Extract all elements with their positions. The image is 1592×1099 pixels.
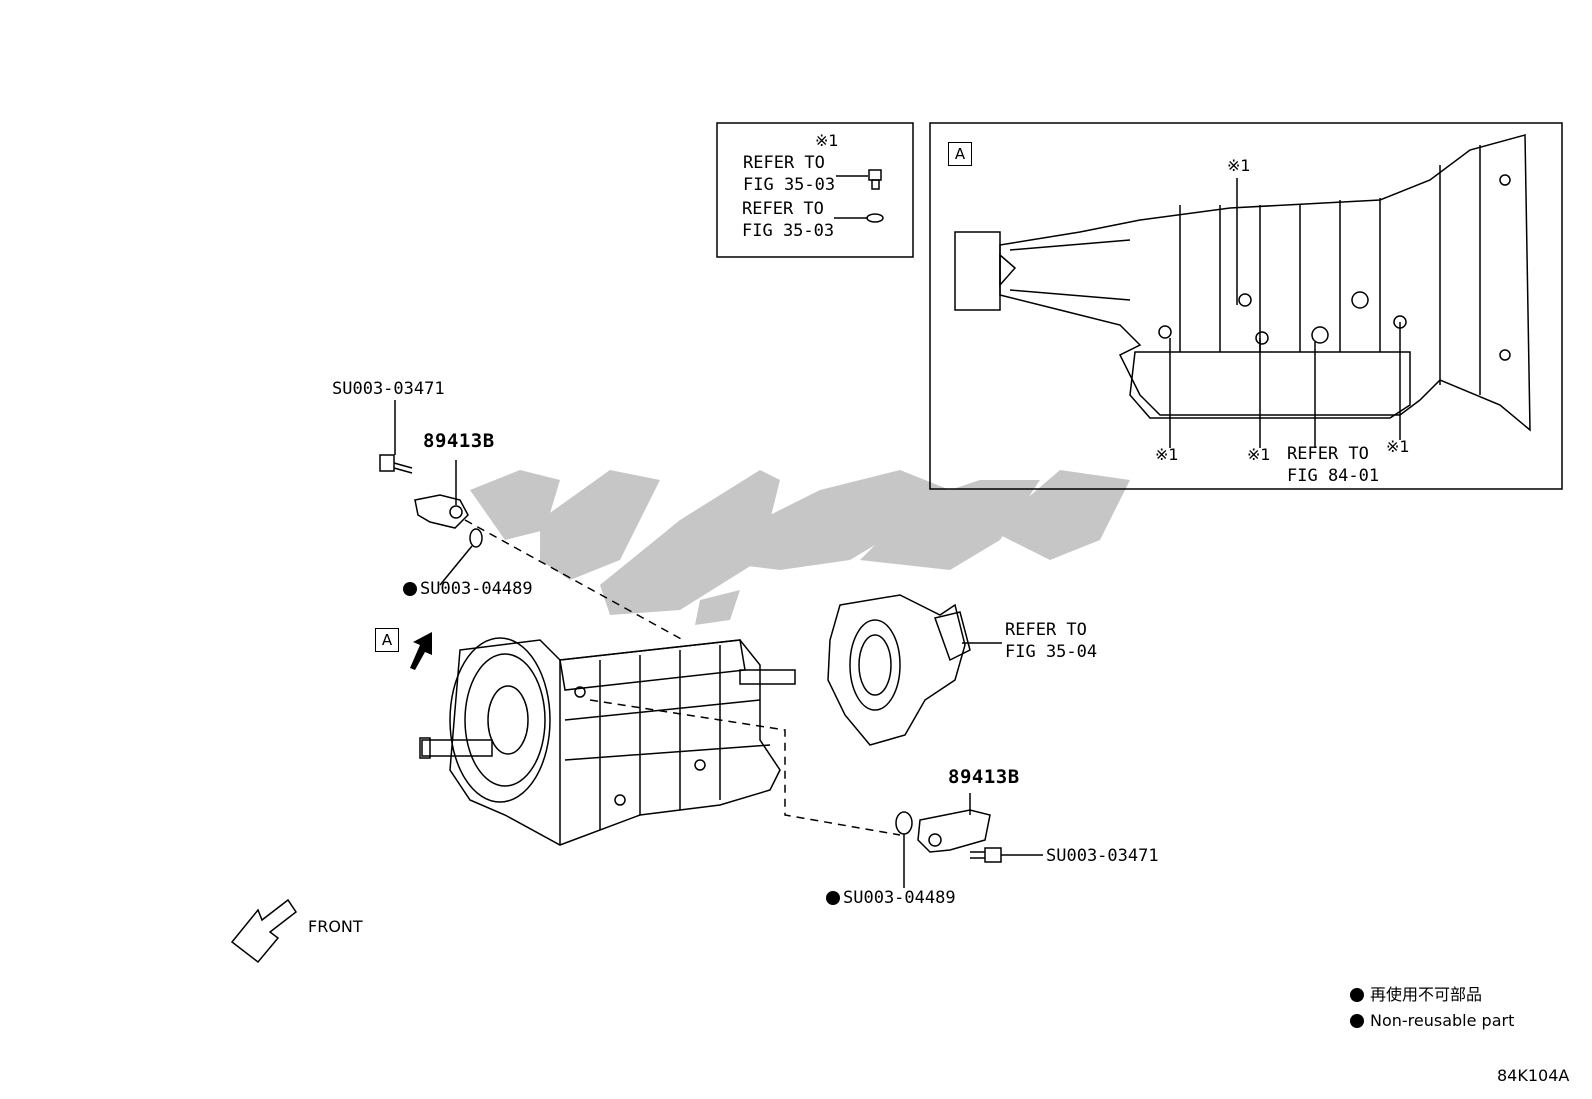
- detail-a-refer: REFER TO: [1287, 444, 1369, 464]
- legend-box-fig-2: FIG 35-03: [742, 221, 835, 241]
- figure-code: 84K104A: [1497, 1066, 1570, 1085]
- legend-dot-1: [1350, 988, 1364, 1002]
- extension-housing: [827, 594, 1002, 746]
- legend-dot-2: [1350, 1014, 1364, 1028]
- view-a-tag: A: [375, 628, 399, 652]
- legend-box: [716, 122, 914, 258]
- legend-item-en: Non-reusable part: [1370, 1011, 1515, 1030]
- view-a-arrow: [410, 632, 432, 670]
- lower-sensor-part: 89413B: [948, 766, 1020, 788]
- legend-box-fig-1: FIG 35-03: [743, 175, 836, 195]
- legend-box-refer-1: REFER TO: [743, 153, 825, 173]
- lower-seal-part-text: SU003-04489: [843, 888, 956, 908]
- detail-a-mark-2: ※1: [1247, 445, 1271, 464]
- detail-a-tag: A: [948, 142, 972, 166]
- upper-sensor-part: 89413B: [423, 430, 495, 452]
- legend-item-jp: 再使用不可部品: [1370, 985, 1483, 1004]
- transmission-assembly: [419, 637, 796, 846]
- detail-a-box: [929, 122, 1563, 490]
- detail-a-mark-1: ※1: [1155, 445, 1179, 464]
- non-reusable-dot: [403, 582, 417, 596]
- housing-refer: REFER TO: [1005, 620, 1087, 640]
- upper-seal-part: SU003-04489: [403, 578, 533, 600]
- lower-seal-part: SU003-04489: [826, 887, 956, 909]
- non-reusable-dot: [826, 891, 840, 905]
- upper-sensor-group: [379, 400, 684, 641]
- legend-box-mark: ※1: [815, 131, 839, 150]
- upper-seal-part-text: SU003-04489: [420, 579, 533, 599]
- lower-sensor-group: [589, 699, 1043, 888]
- legend-box-refer-2: REFER TO: [742, 199, 824, 219]
- housing-fig: FIG 35-04: [1005, 642, 1098, 662]
- upper-bolt-part: SU003-03471: [332, 379, 445, 399]
- front-arrow-icon: [230, 898, 298, 964]
- detail-a-mark-top: ※1: [1227, 156, 1251, 175]
- watermark-logo: [470, 470, 1130, 625]
- detail-a-fig: FIG 84-01: [1287, 466, 1380, 486]
- lower-bolt-part: SU003-03471: [1046, 846, 1159, 866]
- front-label: FRONT: [308, 917, 363, 936]
- detail-a-mark-3: ※1: [1386, 437, 1410, 456]
